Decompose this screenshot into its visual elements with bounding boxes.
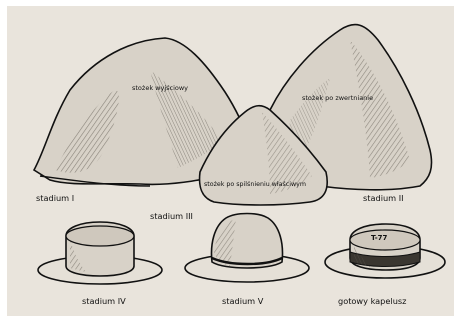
stage1-cone-label: stożek wyjściowy: [132, 84, 188, 92]
finished-hat-label: gotowy kapelusz: [338, 296, 406, 306]
stage2-cone-label: stożek po zwertnianie: [302, 94, 373, 102]
stage3-cone-label: stożek po spilśnieniu właściwym: [204, 180, 306, 188]
stage1-label: stadium I: [36, 193, 74, 203]
stage3-label: stadium III: [150, 211, 193, 221]
stage5-hat: [185, 214, 309, 283]
hat-band-marking: T-77: [371, 234, 388, 242]
finished-hat: [325, 224, 445, 278]
stage5-label: stadium V: [222, 296, 264, 306]
stage4-label: stadium IV: [82, 296, 126, 306]
stage4-hat: [38, 222, 162, 284]
stage2-label: stadium II: [363, 193, 404, 203]
